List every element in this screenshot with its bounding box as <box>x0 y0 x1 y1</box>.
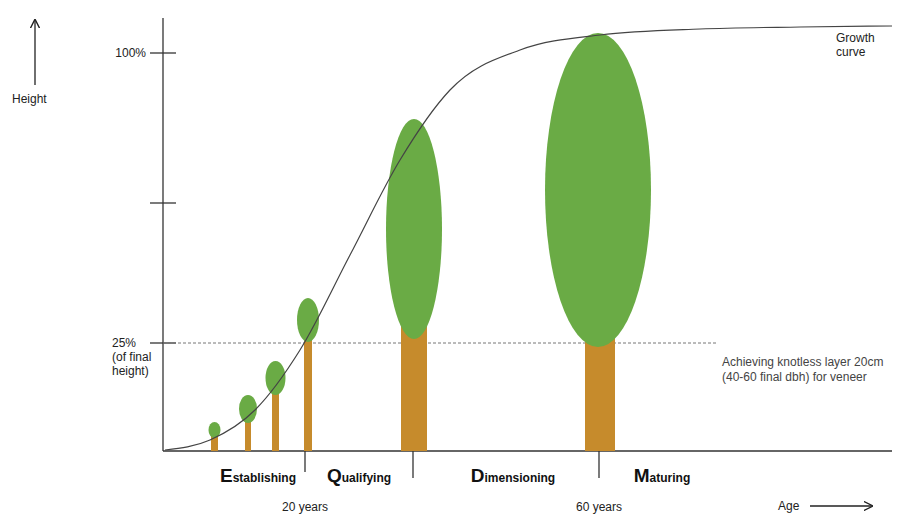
tree <box>239 395 257 451</box>
age-arrow <box>810 505 872 506</box>
quarter-height-line <box>163 343 718 344</box>
note: Achieving knotless layer 20cm (40-60 fin… <box>722 355 894 385</box>
stage-divider <box>598 451 599 478</box>
stage-label: Qualifying <box>309 466 409 488</box>
stage-label: Maturing <box>612 466 712 488</box>
growth-curve <box>165 26 892 450</box>
tick-label: 25% (of final height) <box>112 336 152 378</box>
tick <box>150 52 176 53</box>
tree <box>266 361 286 451</box>
height-arrow <box>34 20 35 85</box>
stage-label: Establishing <box>203 466 313 488</box>
axis-label: Age <box>778 499 808 513</box>
curve-label: Growth curve <box>836 31 898 59</box>
stage-divider <box>412 451 413 478</box>
axis-label: Height <box>12 92 62 106</box>
stage-divider <box>304 451 305 472</box>
age-label: 60 years <box>559 500 639 514</box>
tick-label: 100% <box>100 46 146 60</box>
y-axis <box>162 18 163 451</box>
age-label: 20 years <box>265 500 345 514</box>
tick <box>150 202 176 203</box>
tree <box>545 33 651 451</box>
stage-label: Dimensioning <box>453 466 573 488</box>
